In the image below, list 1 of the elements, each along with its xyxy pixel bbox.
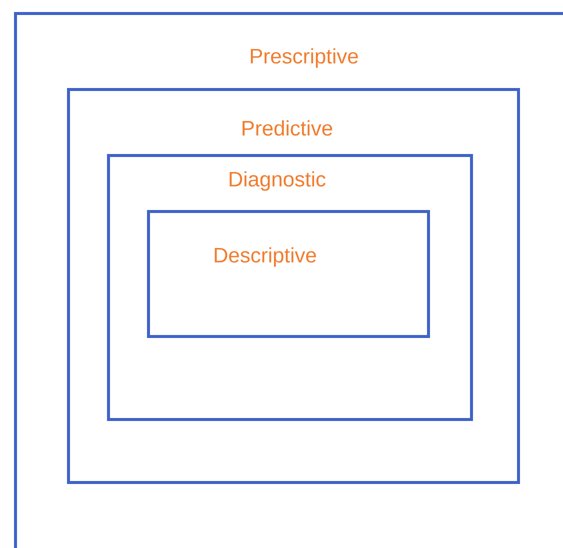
- nested-box: Descriptive: [147, 210, 430, 338]
